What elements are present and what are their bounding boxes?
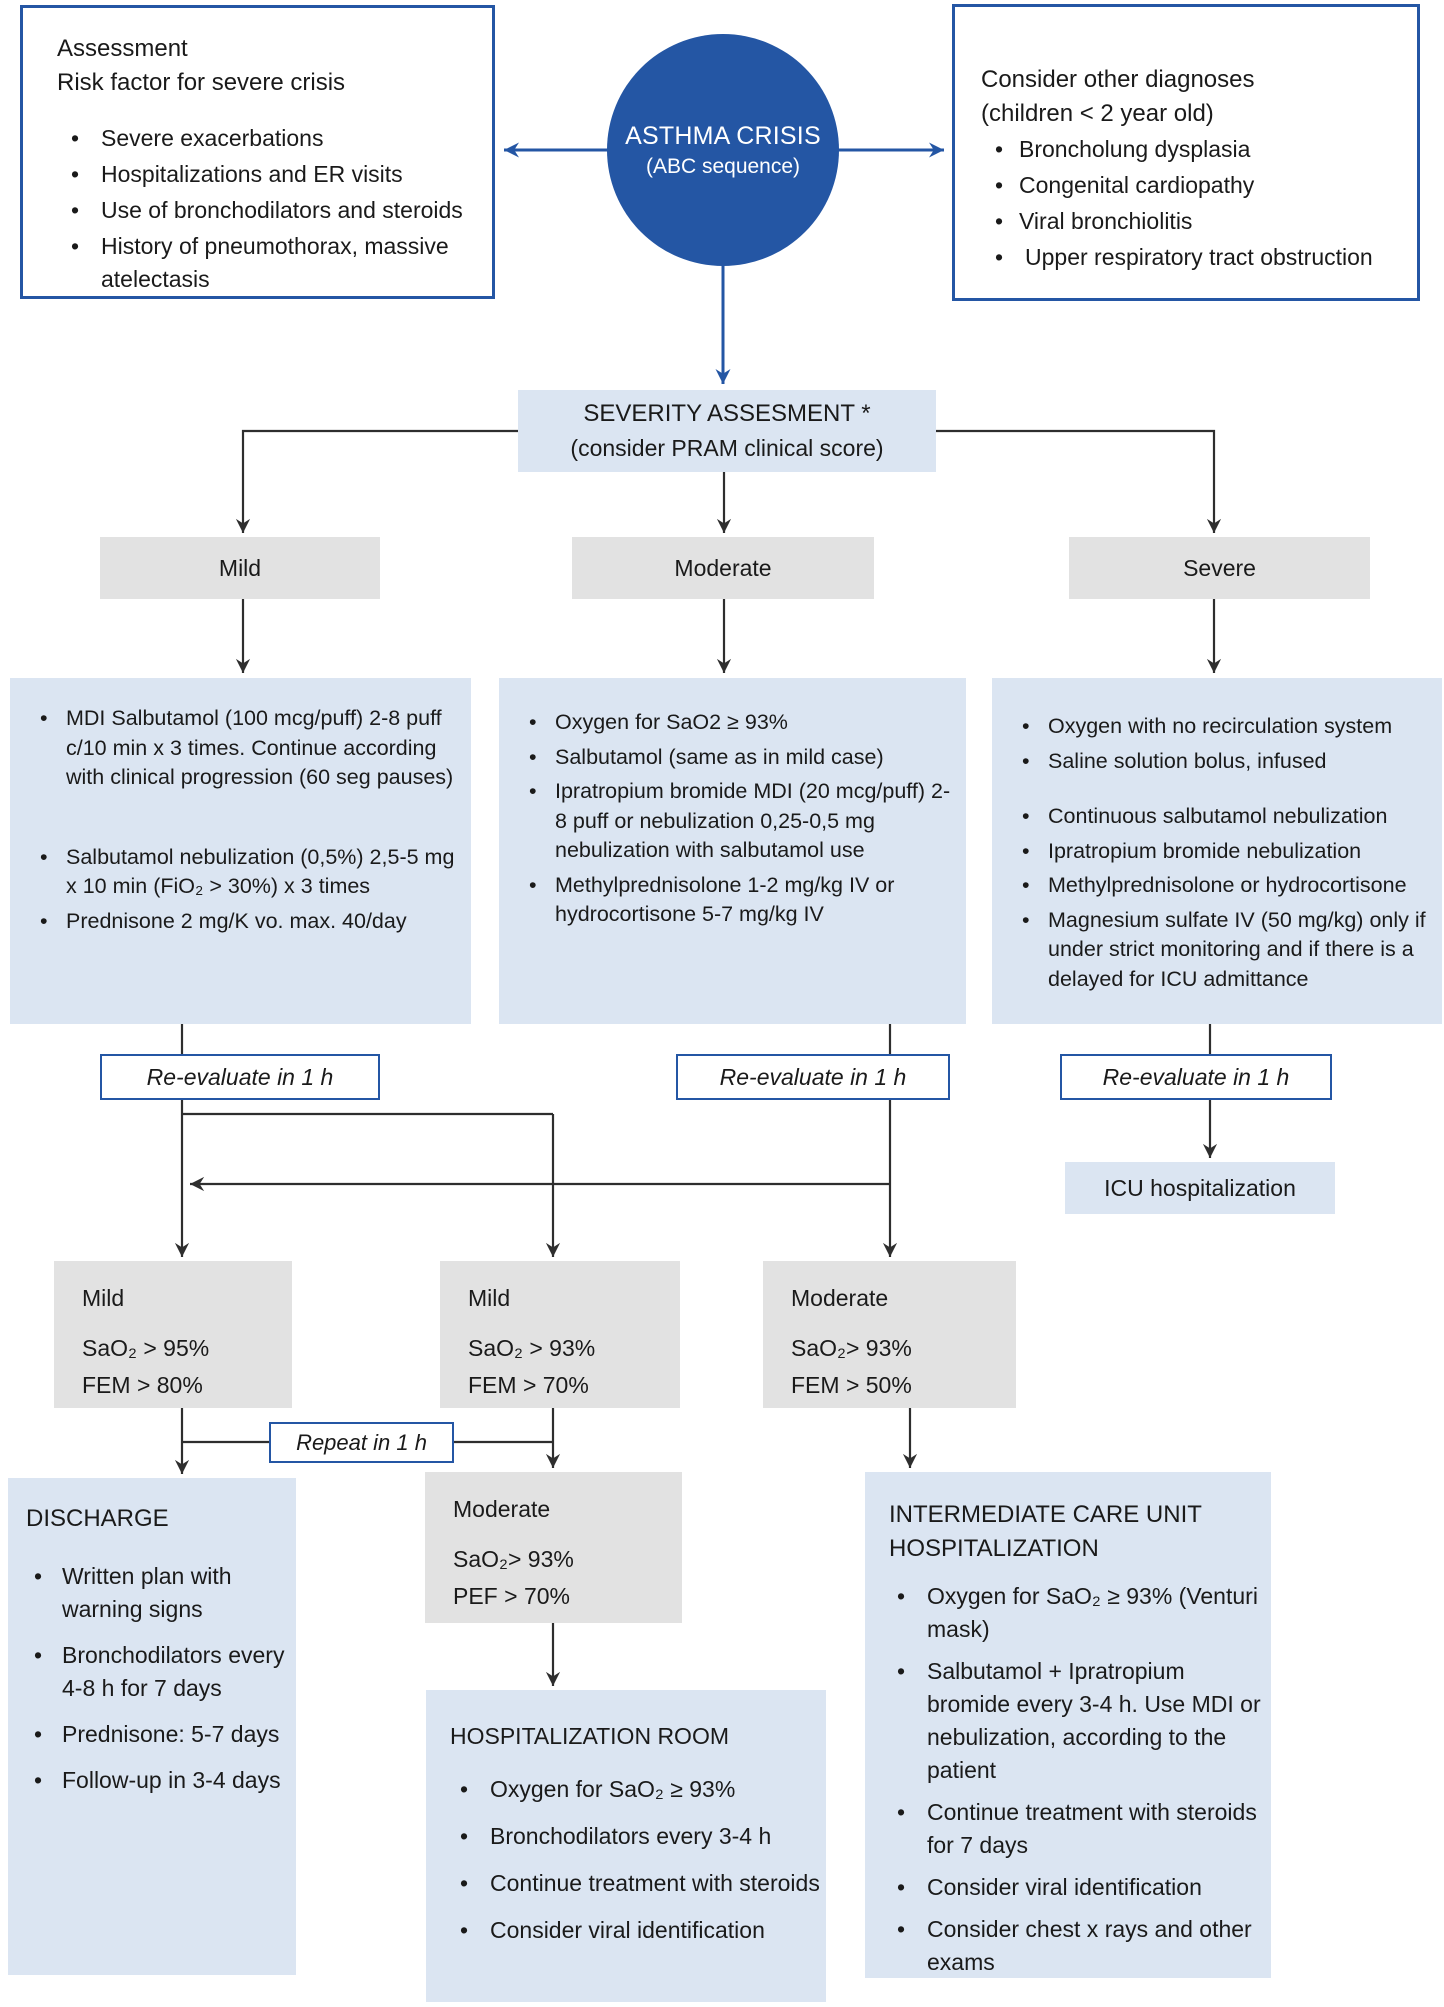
list-item: Consider chest x rays and other exams bbox=[889, 1913, 1261, 1979]
diagnoses-bullet-list: Broncholung dysplasia Congenital cardiop… bbox=[981, 133, 1403, 274]
list-item: Oxygen for SaO₂ ≥ 93% (Venturi mask) bbox=[889, 1580, 1261, 1646]
level-severe-label: Severe bbox=[1183, 554, 1256, 581]
treatment-severe-list: Oxygen with no recirculation system Sali… bbox=[1018, 712, 1434, 994]
hospitalization-title: HOSPITALIZATION ROOM bbox=[450, 1723, 729, 1749]
level-mild-box: Mild bbox=[100, 537, 380, 599]
reevaluate-mild-box: Re-evaluate in 1 h bbox=[100, 1054, 380, 1100]
list-item: Hospitalizations and ER visits bbox=[57, 158, 474, 191]
list-item: Methylprednisolone 1-2 mg/kg IV or hydro… bbox=[525, 871, 958, 930]
severity-assessment-box: SEVERITY ASSESMENT * (consider PRAM clin… bbox=[518, 390, 936, 472]
reevaluate-severe-box: Re-evaluate in 1 h bbox=[1060, 1054, 1332, 1100]
list-item: Continue treatment with steroids for 7 d… bbox=[889, 1796, 1261, 1862]
repeat-box: Repeat in 1 h bbox=[269, 1422, 454, 1463]
assessment-title-line2: Risk factor for severe crisis bbox=[57, 69, 346, 96]
level-mild-label: Mild bbox=[218, 554, 262, 581]
list-item: Salbutamol (same as in mild case) bbox=[525, 743, 958, 773]
discharge-title: DISCHARGE bbox=[26, 1505, 169, 1532]
reevaluate-label: Re-evaluate in 1 h bbox=[719, 1063, 907, 1090]
hospitalization-room-box: HOSPITALIZATION ROOM Oxygen for SaO₂ ≥ 9… bbox=[426, 1690, 826, 2002]
list-item: Salbutamol + Ipratropium bromide every 3… bbox=[889, 1655, 1261, 1787]
outcome-sao2: SaO₂ > 95% bbox=[82, 1335, 210, 1361]
outcome-moderate2-box: Moderate SaO₂> 93% PEF > 70% bbox=[425, 1472, 682, 1623]
crisis-title: ASTHMA CRISIS bbox=[625, 121, 821, 150]
outcome-title: Moderate bbox=[453, 1496, 551, 1522]
outcome-moderate-box: Moderate SaO₂> 93% FEM > 50% bbox=[763, 1261, 1016, 1408]
level-moderate-box: Moderate bbox=[572, 537, 874, 599]
list-item: Salbutamol nebulization (0,5%) 2,5-5 mg … bbox=[36, 843, 463, 902]
icu-hospitalization-box: ICU hospitalization bbox=[1065, 1162, 1335, 1214]
intermediate-title-line1: INTERMEDIATE CARE UNIT bbox=[889, 1501, 1202, 1528]
treatment-mild-list: MDI Salbutamol (100 mcg/puff) 2-8 puff c… bbox=[36, 704, 463, 936]
list-item: Written plan with warning signs bbox=[26, 1560, 286, 1626]
outcome-mild2-box: Mild SaO₂ > 93% FEM > 70% bbox=[440, 1261, 680, 1408]
reevaluate-label: Re-evaluate in 1 h bbox=[1102, 1063, 1290, 1090]
outcome-sao2: SaO₂ > 93% bbox=[468, 1335, 596, 1361]
list-item: Saline solution bolus, infused bbox=[1018, 747, 1434, 777]
crisis-subtitle: (ABC sequence) bbox=[645, 154, 801, 178]
intermediate-care-box: INTERMEDIATE CARE UNIT HOSPITALIZATION O… bbox=[865, 1472, 1271, 1978]
level-severe-box: Severe bbox=[1069, 537, 1370, 599]
list-item: Congenital cardiopathy bbox=[981, 169, 1403, 202]
intermediate-title-line2: HOSPITALIZATION bbox=[889, 1535, 1099, 1562]
outcome-pef: PEF > 70% bbox=[453, 1583, 570, 1609]
list-item: Ipratropium bromide MDI (20 mcg/puff) 2-… bbox=[525, 777, 958, 866]
outcome-fem: FEM > 50% bbox=[791, 1372, 912, 1398]
list-item: History of pneumothorax, massive atelect… bbox=[57, 230, 474, 296]
list-item: Magnesium sulfate IV (50 mg/kg) only if … bbox=[1018, 906, 1434, 995]
list-item: Upper respiratory tract obstruction bbox=[981, 241, 1403, 274]
assessment-bullet-list: Severe exacerbations Hospitalizations an… bbox=[57, 122, 474, 296]
asthma-crisis-node: ASTHMA CRISIS (ABC sequence) bbox=[607, 34, 839, 266]
discharge-box: DISCHARGE Written plan with warning sign… bbox=[8, 1478, 296, 1975]
list-item: Consider viral identification bbox=[889, 1871, 1261, 1904]
list-item: Use of bronchodilators and steroids bbox=[57, 194, 474, 227]
repeat-label: Repeat in 1 h bbox=[296, 1429, 427, 1455]
connector-severity-to-severe bbox=[936, 429, 1222, 533]
list-item: Follow-up in 3-4 days bbox=[26, 1764, 286, 1797]
list-item: Oxygen with no recirculation system bbox=[1018, 712, 1434, 742]
list-item: Prednisone: 5-7 days bbox=[26, 1718, 286, 1751]
treatment-moderate-box: Oxygen for SaO2 ≥ 93% Salbutamol (same a… bbox=[499, 678, 966, 1024]
assessment-box: Assessment Risk factor for severe crisis… bbox=[20, 5, 495, 299]
connector-severity-to-mild bbox=[235, 429, 518, 533]
diagnoses-title-line1: Consider other diagnoses bbox=[981, 66, 1255, 93]
outcome-sao2: SaO₂> 93% bbox=[791, 1335, 912, 1361]
list-item: Bronchodilators every 3-4 h bbox=[450, 1820, 820, 1852]
discharge-bullet-list: Written plan with warning signs Bronchod… bbox=[26, 1560, 286, 1797]
diagnoses-box: Consider other diagnoses (children < 2 y… bbox=[952, 4, 1420, 301]
reevaluate-label: Re-evaluate in 1 h bbox=[146, 1063, 334, 1090]
outcome-sao2: SaO₂> 93% bbox=[453, 1546, 574, 1572]
treatment-severe-box: Oxygen with no recirculation system Sali… bbox=[992, 678, 1442, 1024]
severity-line1: SEVERITY ASSESMENT * bbox=[583, 400, 871, 427]
assessment-title-line1: Assessment bbox=[57, 35, 188, 62]
severity-line2: (consider PRAM clinical score) bbox=[570, 435, 884, 461]
diagnoses-title-line2: (children < 2 year old) bbox=[981, 100, 1214, 127]
list-item: Severe exacerbations bbox=[57, 122, 474, 155]
outcome-title: Mild bbox=[468, 1285, 511, 1311]
list-item: Continuous salbutamol nebulization bbox=[1018, 802, 1434, 832]
list-item: Ipratropium bromide nebulization bbox=[1018, 837, 1434, 867]
list-item: Bronchodilators every 4-8 h for 7 days bbox=[26, 1639, 286, 1705]
icu-label: ICU hospitalization bbox=[1104, 1174, 1296, 1201]
treatment-mild-box: MDI Salbutamol (100 mcg/puff) 2-8 puff c… bbox=[10, 678, 471, 1024]
list-item: Viral bronchiolitis bbox=[981, 205, 1403, 238]
reevaluate-moderate-box: Re-evaluate in 1 h bbox=[676, 1054, 950, 1100]
list-item: Oxygen for SaO₂ ≥ 93% bbox=[450, 1773, 820, 1805]
intermediate-bullet-list: Oxygen for SaO₂ ≥ 93% (Venturi mask) Sal… bbox=[889, 1580, 1261, 1979]
hospitalization-bullet-list: Oxygen for SaO₂ ≥ 93% Bronchodilators ev… bbox=[450, 1773, 820, 1946]
list-item: Consider viral identification bbox=[450, 1914, 820, 1946]
outcome-fem: FEM > 80% bbox=[82, 1372, 203, 1398]
level-moderate-label: Moderate bbox=[674, 554, 772, 581]
list-item: Continue treatment with steroids bbox=[450, 1867, 820, 1899]
list-item: Oxygen for SaO2 ≥ 93% bbox=[525, 708, 958, 738]
outcome-title: Moderate bbox=[791, 1285, 889, 1311]
outcome-mild1-box: Mild SaO₂ > 95% FEM > 80% bbox=[54, 1261, 292, 1408]
outcome-fem: FEM > 70% bbox=[468, 1372, 589, 1398]
outcome-title: Mild bbox=[82, 1285, 125, 1311]
list-item: Prednisone 2 mg/K vo. max. 40/day bbox=[36, 907, 463, 937]
list-item: Broncholung dysplasia bbox=[981, 133, 1403, 166]
treatment-moderate-list: Oxygen for SaO2 ≥ 93% Salbutamol (same a… bbox=[525, 708, 958, 930]
list-item: MDI Salbutamol (100 mcg/puff) 2-8 puff c… bbox=[36, 704, 463, 793]
list-item: Methylprednisolone or hydrocortisone bbox=[1018, 871, 1434, 901]
